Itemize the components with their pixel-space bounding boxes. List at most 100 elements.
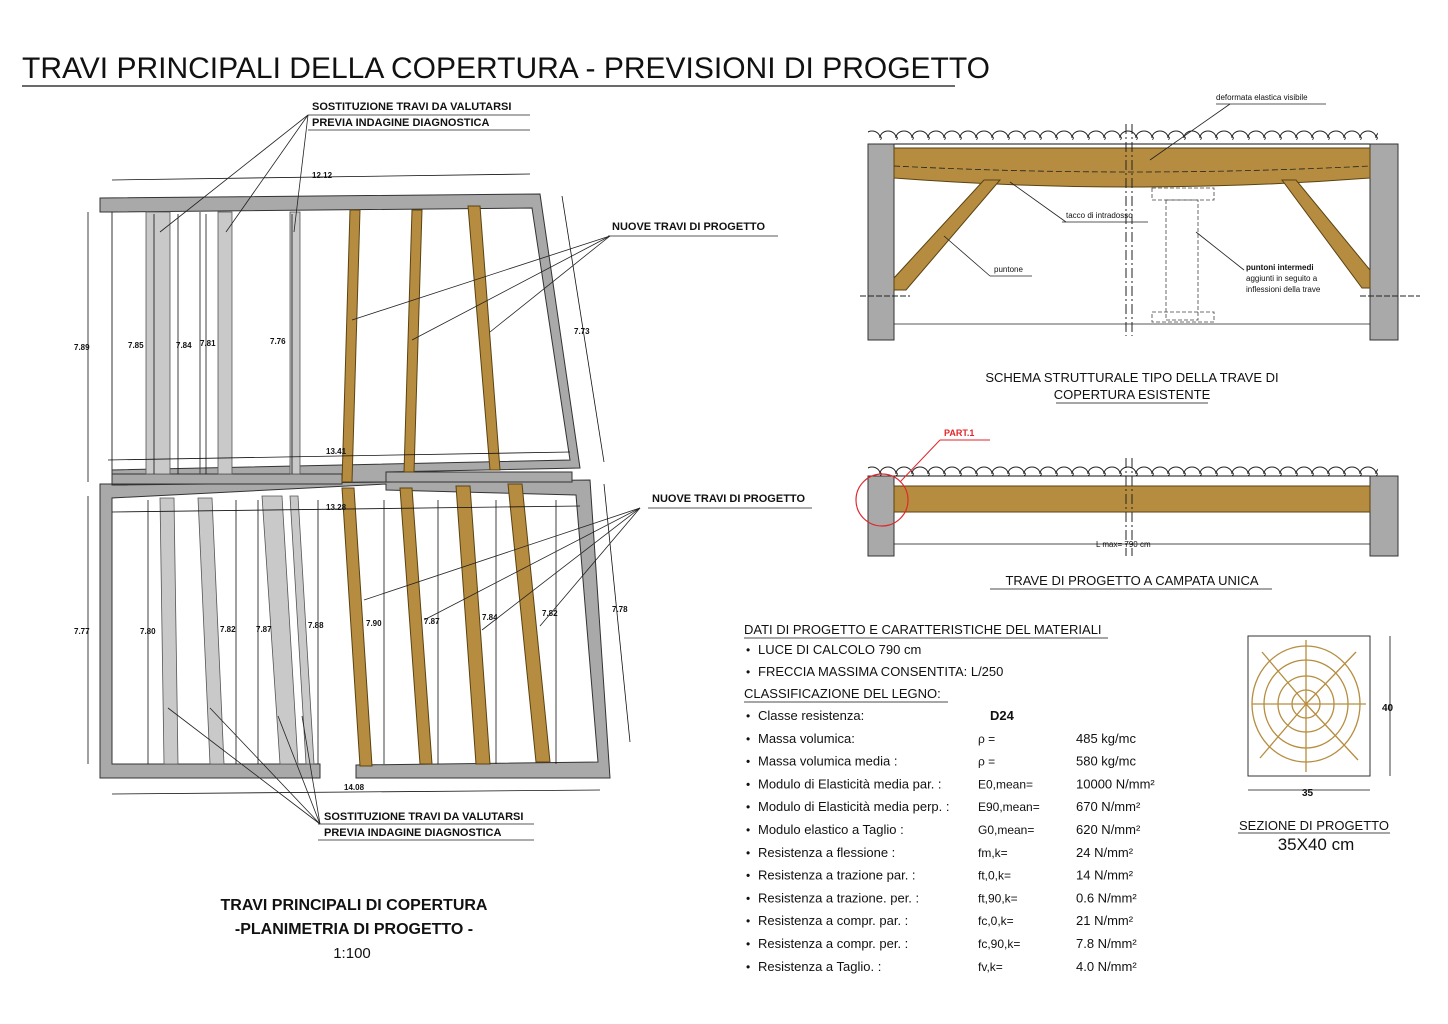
property-label: Massa volumica media : xyxy=(758,754,897,769)
data-item: LUCE DI CALCOLO 790 cm xyxy=(758,642,921,657)
section-size: 35X40 cm xyxy=(1278,835,1355,854)
property-value: 4.0 N/mm² xyxy=(1076,959,1137,974)
dim-line xyxy=(107,451,571,461)
property-label: Modulo elastico a Taglio : xyxy=(758,822,904,837)
property-label: Modulo di Elasticità media par. : xyxy=(758,776,942,791)
property-symbol: ρ = xyxy=(978,732,995,746)
new-beam xyxy=(399,487,433,765)
callout-replace-bottom-line1: SOSTITUZIONE TRAVI DA VALUTARSI xyxy=(324,811,523,823)
callout-new-beams-bottom: NUOVE TRAVI DI PROGETTO xyxy=(652,493,805,505)
property-value: 24 N/mm² xyxy=(1076,845,1134,860)
wall-right xyxy=(1369,475,1399,557)
label-puntone: puntone xyxy=(994,265,1023,274)
new-beam xyxy=(455,485,491,765)
structural-scheme: deformata elastica visibile tacco di int… xyxy=(860,93,1420,404)
dim-width-lower-bottom: 14.08 xyxy=(344,783,365,792)
new-beam xyxy=(341,209,361,483)
project-beam: PART.1 L max= 790 cm TRAVE DI PROGETTO A… xyxy=(855,428,1399,590)
beam-length-bottom: 7.87 xyxy=(424,617,440,626)
property-label: Resistenza a compr. par. : xyxy=(758,913,908,928)
property-symbol: fc,90,k= xyxy=(978,937,1020,951)
wood-heading: CLASSIFICAZIONE DEL LEGNO: xyxy=(744,686,941,701)
wood-properties-table: •Classe resistenza:D24•Massa volumica:ρ … xyxy=(746,708,1155,974)
project-beam-caption: TRAVE DI PROGETTO A CAMPATA UNICA xyxy=(1005,573,1258,588)
existing-beam xyxy=(261,495,299,765)
existing-beam xyxy=(289,495,315,765)
beam-length-bottom: 7.88 xyxy=(308,621,324,630)
wall-left xyxy=(867,475,895,557)
property-symbol: ft,0,k= xyxy=(978,869,1011,883)
strut-left xyxy=(893,179,1002,291)
property-label: Massa volumica: xyxy=(758,731,855,746)
property-symbol: ft,90,k= xyxy=(978,891,1018,905)
existing-beam xyxy=(145,211,171,475)
existing-beam xyxy=(159,497,179,765)
bullet: • xyxy=(746,891,750,905)
property-symbol: fm,k= xyxy=(978,846,1008,860)
beam-length-bottom: 7.90 xyxy=(366,619,382,628)
bullet: • xyxy=(746,709,750,723)
callout-new-beams-top: NUOVE TRAVI DI PROGETTO xyxy=(612,221,765,233)
lmax-label: L max= 790 cm xyxy=(1096,540,1151,549)
beam-length-bottom: 7.84 xyxy=(482,613,498,622)
roof-tiles xyxy=(868,462,1378,476)
dim-width-top: 12.12 xyxy=(312,171,333,180)
property-symbol: E0,mean= xyxy=(978,777,1033,791)
wall-left xyxy=(867,143,895,341)
bullet: • xyxy=(746,732,750,746)
beam-length-bottom: 7.80 xyxy=(140,627,156,636)
middle-wall-left xyxy=(111,473,343,485)
property-label: Resistenza a trazione. per. : xyxy=(758,890,919,905)
beam-length-top: 7.84 xyxy=(176,341,192,350)
roof-tiles xyxy=(868,130,1378,144)
beam-length-bottom: 7.87 xyxy=(256,625,272,634)
property-label: Resistenza a Taglio. : xyxy=(758,959,881,974)
beam-length-top: 7.85 xyxy=(128,341,144,350)
property-symbol: fv,k= xyxy=(978,960,1003,974)
existing-beam xyxy=(197,497,225,765)
bullet: • xyxy=(746,960,750,974)
property-symbol: ρ = xyxy=(978,755,995,769)
label-puntoni-3: inflessioni della trave xyxy=(1246,285,1321,294)
sheet-title: TRAVI PRINCIPALI DELLA COPERTURA - PREVI… xyxy=(22,52,990,85)
property-symbol: fc,0,k= xyxy=(978,914,1014,928)
plan-caption-line2: -PLANIMETRIA DI PROGETTO - xyxy=(235,921,473,938)
property-symbol: G0,mean= xyxy=(978,823,1034,837)
existing-beam xyxy=(217,211,233,475)
property-label: Resistenza a trazione par. : xyxy=(758,868,916,883)
property-value: 670 N/mm² xyxy=(1076,799,1141,814)
property-value: 580 kg/mc xyxy=(1076,754,1136,769)
property-value: 0.6 N/mm² xyxy=(1076,890,1137,905)
property-label: Resistenza a compr. per. : xyxy=(758,936,908,951)
data-heading: DATI DI PROGETTO E CARATTERISTICHE DEL M… xyxy=(744,622,1102,637)
bullet: • xyxy=(746,823,750,837)
svg-text:•: • xyxy=(746,665,750,679)
callout-replace-line2: PREVIA INDAGINE DIAGNOSTICA xyxy=(312,117,489,129)
bullet: • xyxy=(746,777,750,791)
dim-right-lower: 7.78 xyxy=(612,605,628,614)
data-item: FRECCIA MASSIMA CONSENTITA: L/250 xyxy=(758,664,1003,679)
property-value: 7.8 N/mm² xyxy=(1076,936,1137,951)
plan-caption-line1: TRAVI PRINCIPALI DI COPERTURA xyxy=(221,897,488,914)
data-sheet: DATI DI PROGETTO E CARATTERISTICHE DEL M… xyxy=(744,622,1155,974)
strut-right xyxy=(1281,179,1371,289)
wood-grain xyxy=(1251,640,1366,772)
bullet: • xyxy=(746,755,750,769)
label-tacco: tacco di intradosso xyxy=(1066,211,1133,220)
bullet: • xyxy=(746,937,750,951)
property-value: 10000 N/mm² xyxy=(1076,776,1155,791)
beam-length-top: 7.76 xyxy=(270,337,286,346)
new-beam xyxy=(341,487,373,767)
dim-line xyxy=(603,483,631,743)
section-height: 40 xyxy=(1382,703,1394,714)
beam-length-bottom: 7.82 xyxy=(220,625,236,634)
dim-width-lower-top: 13.28 xyxy=(326,503,347,512)
property-value: 14 N/mm² xyxy=(1076,868,1134,883)
part-label: PART.1 xyxy=(944,428,974,438)
property-value: 485 kg/mc xyxy=(1076,731,1136,746)
upper-room-wall xyxy=(99,193,581,485)
label-puntoni-2: aggiunti in seguito a xyxy=(1246,274,1318,283)
property-value: 21 N/mm² xyxy=(1076,913,1134,928)
plan-scale: 1:100 xyxy=(333,945,371,962)
